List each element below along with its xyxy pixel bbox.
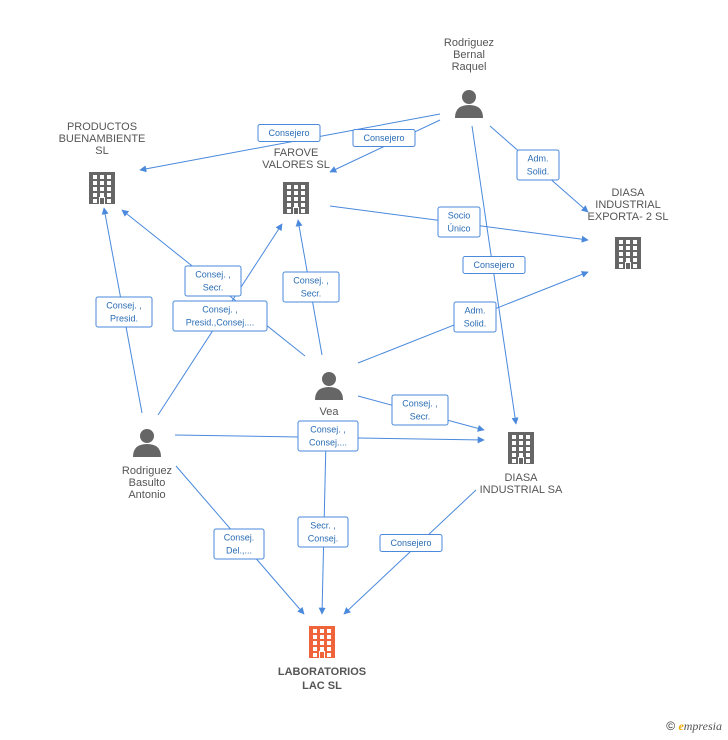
edge-label-box [184, 265, 242, 297]
building-icon [508, 432, 534, 464]
node-label: Rodriguez [122, 465, 172, 477]
edge-label-e8[interactable]: Consej. , Secr. [282, 271, 340, 303]
edge-label-text: Presid.,Consej.... [186, 318, 255, 328]
person-icon [315, 372, 343, 400]
node-label: LABORATORIOS [278, 666, 366, 678]
edge-label-e2[interactable]: Consejero [352, 129, 416, 147]
node-label: Rodriguez [444, 37, 494, 49]
edge-label-box [462, 256, 526, 274]
edge-label-e4[interactable]: Consejero [462, 256, 526, 274]
edge-label-box [437, 206, 481, 238]
edge-label-text: Socio [448, 211, 471, 221]
person-icon [133, 429, 161, 457]
edge-label-box [453, 301, 497, 333]
edge-label-text: Secr. , [310, 521, 336, 531]
edge-label-e3[interactable]: Adm. Solid. [516, 149, 560, 181]
node-label: Vea [320, 406, 340, 418]
edge-label-e12[interactable]: Secr. , Consej. [297, 516, 349, 548]
edge-label-text: Consejero [363, 133, 404, 143]
node-label: VALORES SL [262, 159, 330, 171]
edge-label-e11[interactable]: Consej. , Consej.... [297, 420, 359, 452]
edge-label-box [282, 271, 340, 303]
node-label: LAC SL [302, 680, 342, 692]
edge-label-text: Solid. [527, 167, 550, 177]
node-label: PRODUCTOS [67, 121, 137, 133]
edge-label-e14[interactable]: Consej. Del.,... [213, 528, 265, 560]
edge-label-e7[interactable]: Consej. , Presid.,Consej.... [172, 300, 268, 332]
node-label: INDUSTRIAL SA [480, 484, 563, 496]
edge-label-text: Consej. , [195, 270, 231, 280]
edge-label-e1[interactable]: Consejero [257, 124, 321, 142]
edge-line-e4 [471, 125, 519, 425]
edge-label-box [257, 124, 321, 142]
node-label: Raquel [452, 61, 487, 73]
edge-label-e10[interactable]: Consej. , Secr. [391, 394, 449, 426]
edge-label-box [297, 516, 349, 548]
brand-logo: empresia [678, 719, 722, 733]
edge-label-text: Consejero [390, 538, 431, 548]
edge-label-box [516, 149, 560, 181]
node-label: SL [95, 145, 108, 157]
node-label: EXPORTA- 2 SL [588, 211, 669, 223]
edge-label-text: Secr. [301, 289, 322, 299]
edge-label-text: Secr. [203, 283, 224, 293]
node-lac[interactable]: LABORATORIOS LAC SL [278, 626, 366, 692]
edge-label-box [172, 300, 268, 332]
edge-label-text: Único [447, 224, 470, 234]
edge-label-e15[interactable]: Consejero [379, 534, 443, 552]
edge-label-text: Consej. [308, 534, 339, 544]
edge-label-e6[interactable]: Consej. , Secr. [184, 265, 242, 297]
edge-label-text: Consej.... [309, 438, 347, 448]
node-label: INDUSTRIAL [595, 199, 660, 211]
building-icon [309, 626, 335, 658]
edge-label-text: Consej. , [106, 301, 142, 311]
node-label: Antonio [128, 489, 165, 501]
node-vea[interactable]: Vea [315, 372, 343, 418]
node-label: Basulto [129, 477, 166, 489]
building-icon [283, 182, 309, 214]
edge-label-text: Consej. [224, 533, 255, 543]
node-label: BUENAMBIENTE [59, 133, 146, 145]
edge-label-e9[interactable]: Adm. Solid. [453, 301, 497, 333]
edge-label-text: Del.,... [226, 546, 252, 556]
edge-label-text: Consej. , [293, 276, 329, 286]
edge-label-box [297, 420, 359, 452]
edge-label-text: Secr. [410, 412, 431, 422]
building-icon [615, 237, 641, 269]
copyright-symbol: © [666, 719, 676, 733]
building-icon [89, 172, 115, 204]
node-label: FAROVE [274, 147, 319, 159]
node-label: DIASA [504, 472, 538, 484]
edge-label-text: Adm. [464, 306, 485, 316]
edge-label-box [352, 129, 416, 147]
edge-label-text: Consej. , [202, 305, 238, 315]
empresia-watermark: © empresia [666, 719, 722, 734]
edge-label-box [213, 528, 265, 560]
node-label: Bernal [453, 49, 485, 61]
edge-label-text: Solid. [464, 319, 487, 329]
nodes-layer: RodriguezBernalRaquelPRODUCTOSBUENAMBIEN… [59, 37, 669, 692]
edge-label-text: Consej. , [402, 399, 438, 409]
node-label: DIASA [611, 187, 645, 199]
edge-label-text: Consejero [268, 128, 309, 138]
edge-label-text: Consejero [473, 260, 514, 270]
edge-label-text: Adm. [527, 154, 548, 164]
edge-label-text: Presid. [110, 314, 138, 324]
edge-label-box [379, 534, 443, 552]
edge-label-box [95, 296, 153, 328]
person-icon [455, 90, 483, 118]
edge-label-text: Consej. , [310, 425, 346, 435]
edge-label-e13[interactable]: Consej. , Presid. [95, 296, 153, 328]
edge-label-box [391, 394, 449, 426]
